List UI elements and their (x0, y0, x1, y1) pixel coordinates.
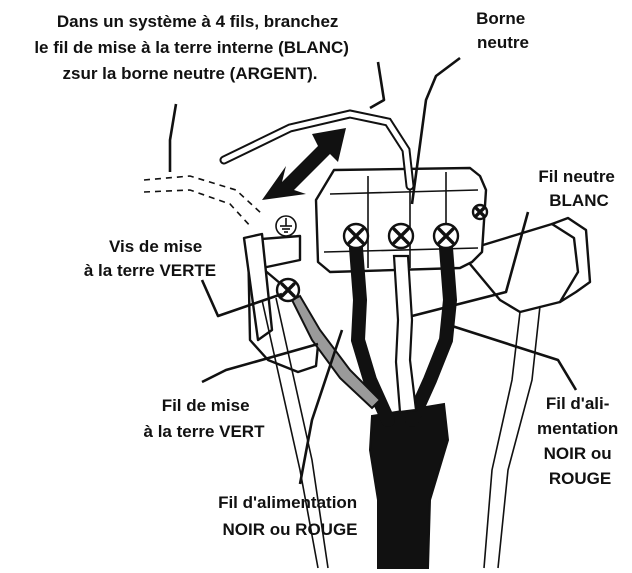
label-power-wire-right-line-2: mentation (537, 419, 618, 438)
label-power-wire-bottom: Fil d'alimentation NOIR ou ROUGE (218, 493, 362, 539)
label-neutral-wire-line-1: Fil neutre (538, 167, 615, 186)
leader-power-bottom (298, 329, 344, 485)
label-neutral-wire: Fil neutre BLANC (538, 167, 619, 210)
terminal-screw-left-x2 (347, 227, 365, 245)
leader-instruction-left (168, 103, 178, 172)
leader-ground-wire (201, 342, 319, 384)
label-instruction-line-2: le fil de mise à la terre interne (BLANC… (34, 38, 349, 57)
neutral-wire (392, 254, 418, 414)
label-power-wire-bottom-line-2: NOIR ou ROUGE (222, 520, 357, 539)
label-neutral-terminal-line-1: Borne (476, 9, 525, 28)
leader-neutral-wire (411, 211, 530, 318)
alt-route-dashed-2 (143, 189, 253, 229)
label-ground-screw-line-1: Vis de mise (109, 237, 202, 256)
leader-neutral-terminal (410, 56, 461, 205)
label-power-wire-right-line-1: Fil d'ali- (546, 394, 610, 413)
block-mount-screw-x2 (474, 206, 486, 218)
housing-right-edge-2 (497, 305, 541, 569)
label-power-wire-right: Fil d'ali- mentation NOIR ou ROUGE (537, 394, 623, 488)
cable-sheath (368, 402, 450, 569)
label-neutral-terminal-line-2: neutre (477, 33, 529, 52)
hot-wire-right (405, 241, 458, 427)
earth-ground-icon (275, 215, 297, 237)
ground-screw-x2 (280, 282, 296, 298)
label-ground-wire-line-2: à la terre VERT (144, 422, 266, 441)
double-arrow-icon (262, 128, 346, 200)
leader-ground-screw (200, 279, 283, 318)
label-power-wire-right-line-4: ROUGE (549, 469, 611, 488)
hot-wire-left (349, 241, 395, 427)
leader-power-right (451, 324, 578, 391)
label-power-wire-right-line-3: NOIR ou (544, 444, 612, 463)
label-neutral-terminal: Borne neutre (476, 9, 530, 52)
label-neutral-wire-line-2: BLANC (549, 191, 609, 210)
terminal-top-edge (329, 189, 479, 195)
label-ground-screw-line-2: à la terre VERTE (84, 261, 216, 280)
label-ground-screw: Vis de mise à la terre VERTE (84, 237, 216, 280)
alt-route-dashed-1 (143, 175, 263, 215)
label-power-wire-bottom-line-1: Fil d'alimentation (218, 493, 357, 512)
label-ground-wire-line-1: Fil de mise (162, 396, 250, 415)
label-ground-wire: Fil de mise à la terre VERT (144, 396, 266, 441)
terminal-screw-neutral-x2 (392, 227, 410, 245)
label-instruction-line-3: zsur la borne neutre (ARGENT). (62, 64, 317, 83)
terminal-screw-right-x2 (437, 227, 455, 245)
label-instruction: Dans un système à 4 fils, branchez le fi… (34, 12, 353, 83)
leader-instruction (369, 61, 386, 110)
label-instruction-line-1: Dans un système à 4 fils, branchez (57, 12, 339, 31)
internal-ground-wire-core (221, 111, 413, 189)
housing-right-tab (550, 216, 592, 304)
